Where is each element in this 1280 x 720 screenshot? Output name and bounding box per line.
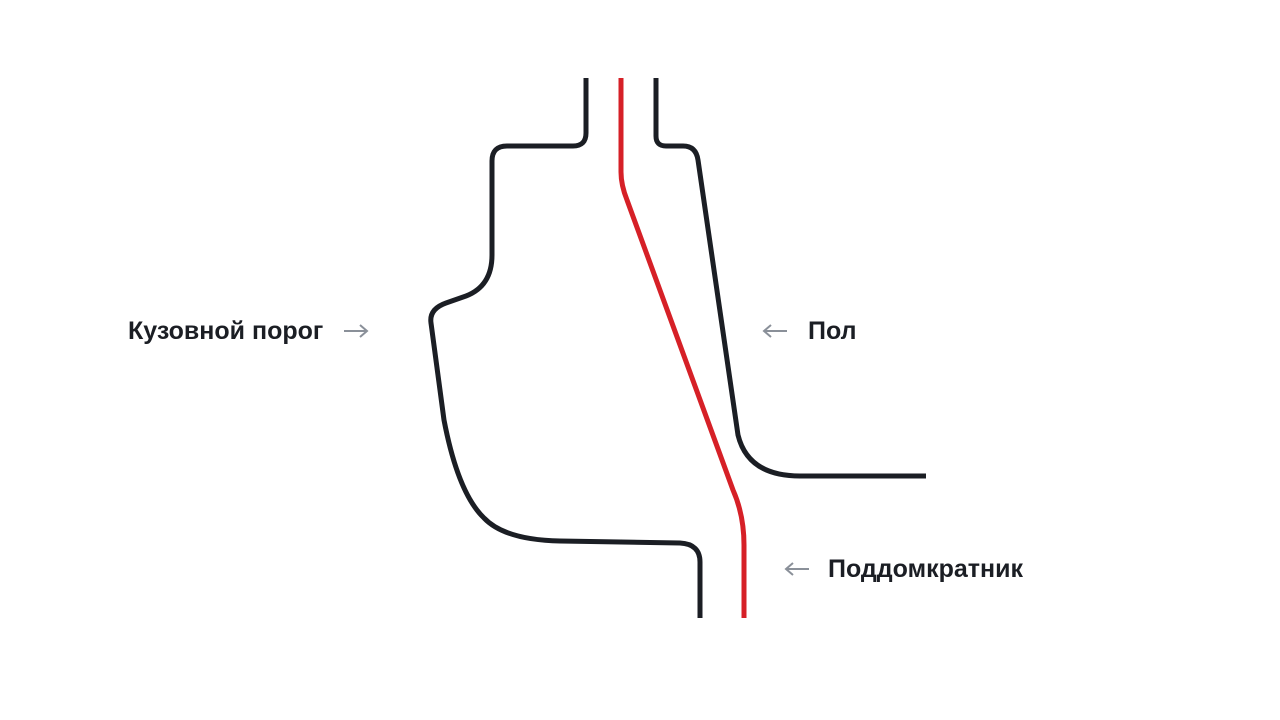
jack-pad-line [618, 78, 747, 618]
arrow-left-icon [784, 562, 809, 576]
arrow-right-icon [344, 324, 369, 338]
callout-floor: Пол [762, 315, 857, 347]
callout-jack-pad: Поддомкратник [784, 553, 1023, 585]
arrow-left-icon [762, 324, 787, 338]
label-floor: Пол [808, 316, 857, 345]
body-sill-profile [428, 78, 703, 618]
label-body-sill: Кузовной порог [128, 316, 324, 345]
label-jack-pad: Поддомкратник [828, 554, 1023, 583]
floor-profile [653, 78, 926, 479]
callout-body-sill: Кузовной порог [128, 315, 369, 347]
